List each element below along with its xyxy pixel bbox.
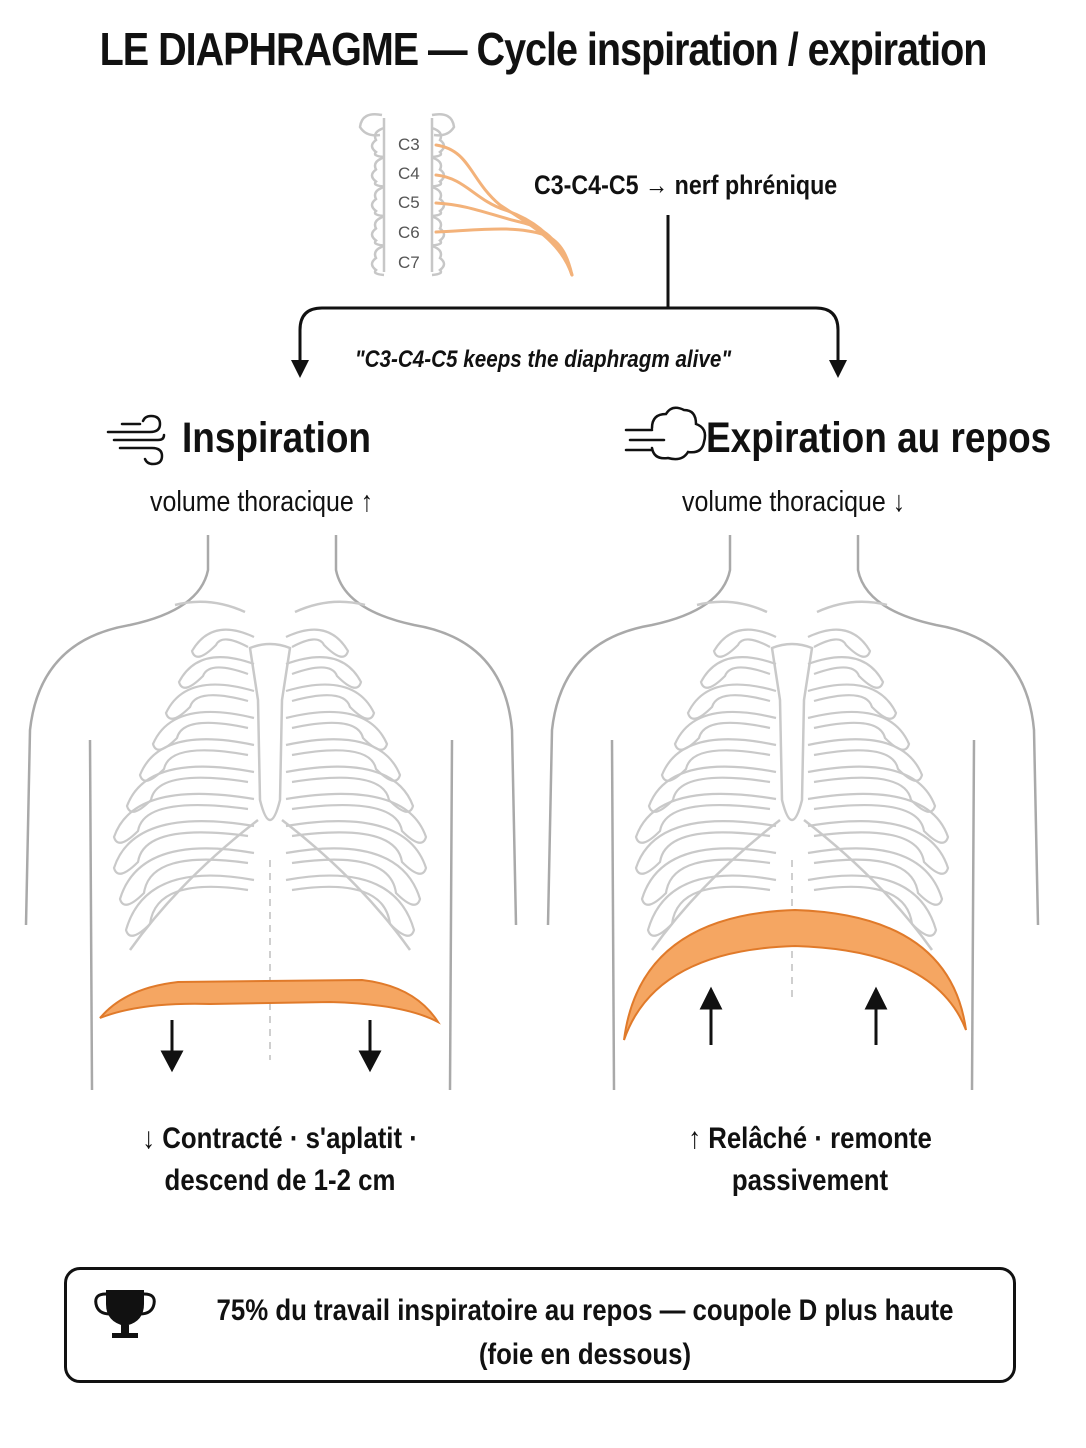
- rib-bone: [285, 628, 350, 658]
- arrow-up-icon: [699, 986, 888, 1045]
- vertebra-c6: C6: [398, 223, 420, 242]
- torso-inspiration: [24, 535, 518, 1091]
- rib-bone: [164, 683, 255, 720]
- diaphragm-flat: [99, 978, 441, 1025]
- rib-bone: [112, 820, 255, 875]
- rib-bone: [816, 600, 888, 614]
- rib-bone: [634, 792, 777, 844]
- volume-label-expiration: volume thoracique ↓: [682, 486, 906, 518]
- fact-line1: 75% du travail inspiratoire au repos — c…: [216, 1294, 954, 1327]
- fact-box: [64, 1267, 1016, 1383]
- arrow-down-left-icon: [291, 360, 309, 378]
- body-outline-left: [24, 535, 518, 1091]
- description-inspiration-line1: ↓ Contracté · s'aplatit ·: [142, 1122, 418, 1155]
- rib-bone: [770, 642, 814, 822]
- nerve-label: C3-C4-C5 → nerf phrénique: [534, 170, 838, 200]
- rib-bone: [699, 656, 777, 689]
- arrow-down-icon: [160, 1020, 382, 1073]
- page-title: LE DIAPHRAGME — Cycle inspiration / expi…: [99, 23, 988, 75]
- body-outline-right: [546, 535, 1040, 1091]
- rib-bone: [281, 819, 412, 951]
- rib-bone: [807, 710, 911, 751]
- rib-bone: [807, 820, 950, 875]
- trophy-icon: [94, 1290, 156, 1338]
- description-expiration-line1: ↑ Relâché · remonte: [688, 1122, 932, 1155]
- heading-inspiration: Inspiration: [182, 414, 372, 462]
- rib-bone: [248, 642, 292, 822]
- rib-bone: [285, 656, 363, 689]
- mnemonic-quote: "C3-C4-C5 keeps the diaphragm alive": [354, 346, 732, 373]
- ribcage-right: [634, 600, 950, 951]
- cervical-spine-illustration: [358, 113, 574, 277]
- rib-bone: [285, 874, 416, 937]
- rib-bone: [634, 820, 777, 875]
- rib-bone: [646, 874, 777, 937]
- description-expiration-line2: passivement: [731, 1164, 889, 1197]
- rib-bone: [285, 792, 428, 844]
- vertebra-c7: C7: [398, 253, 420, 272]
- vertebra-c4: C4: [398, 164, 420, 183]
- cloud-puff-icon: [624, 406, 707, 461]
- branch-arrow-connector: [298, 215, 840, 375]
- rib-bone: [807, 792, 950, 844]
- rib-bone: [640, 847, 777, 906]
- heading-expiration: Expiration au repos: [706, 414, 1052, 462]
- rib-bone: [803, 819, 934, 951]
- volume-label-inspiration: volume thoracique ↑: [150, 486, 374, 518]
- vertebra-c3: C3: [398, 135, 420, 154]
- rib-bone: [151, 710, 255, 751]
- rib-bone: [112, 792, 255, 844]
- diaphragm-dome: [623, 908, 967, 1041]
- fact-text: 75% du travail inspiratoire au repos — c…: [194, 1289, 977, 1377]
- rib-bone: [285, 683, 376, 720]
- rib-bone: [712, 628, 777, 658]
- rib-bone: [807, 683, 898, 720]
- rib-bone: [177, 656, 255, 689]
- vertebra-outline: [370, 244, 446, 277]
- description-inspiration: ↓ Contracté · s'aplatit · descend de 1-2…: [108, 1118, 452, 1202]
- rib-bone: [128, 819, 259, 951]
- rib-bone: [807, 628, 872, 658]
- rib-bone: [190, 628, 255, 658]
- rib-bone: [686, 683, 777, 720]
- rib-bone: [118, 847, 255, 906]
- rib-bone: [285, 710, 389, 751]
- rib-bone: [285, 847, 422, 906]
- ribcage-left: [112, 600, 428, 951]
- phrenic-nerve-roots: [434, 143, 574, 277]
- rib-bone: [673, 710, 777, 751]
- rib-bone: [696, 600, 768, 614]
- rib-bone: [807, 656, 885, 689]
- arrow-down-right-icon: [829, 360, 847, 378]
- rib-bone: [807, 847, 944, 906]
- rib-bone: [285, 820, 428, 875]
- description-expiration: ↑ Relâché · remonte passivement: [629, 1118, 990, 1202]
- rib-bone: [174, 600, 246, 614]
- rib-bone: [807, 874, 938, 937]
- rib-bone: [294, 600, 366, 614]
- vertebra-c5: C5: [398, 193, 420, 212]
- rib-bone: [650, 819, 781, 951]
- torso-expiration: [546, 535, 1040, 1091]
- rib-bone: [124, 874, 255, 937]
- vertebra-outline: [370, 215, 446, 247]
- fact-line2: (foie en dessous): [478, 1338, 692, 1371]
- description-inspiration-line2: descend de 1-2 cm: [164, 1164, 396, 1197]
- wind-icon: [106, 414, 166, 466]
